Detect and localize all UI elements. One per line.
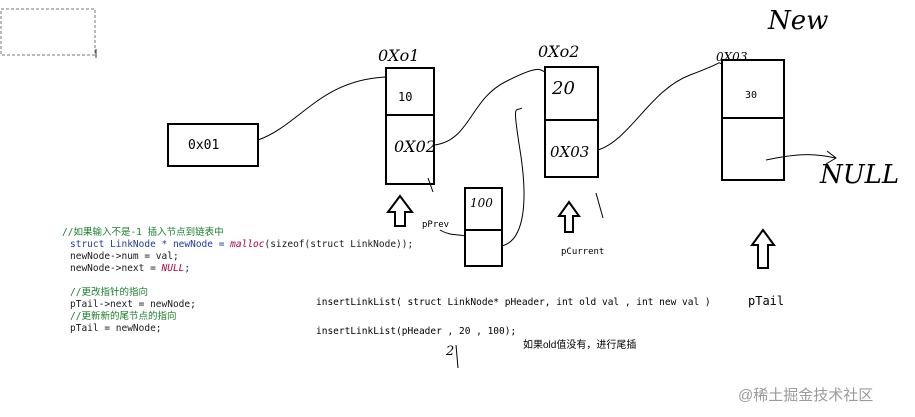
code-line-next: newNode->next = NULL;	[70, 263, 191, 274]
new-node-value: 100	[470, 196, 493, 210]
link-node2-to-node3	[597, 62, 723, 151]
node3-address: 0X03	[716, 50, 748, 64]
link-pprev-to-new-node	[439, 229, 466, 237]
code-comment-tail: //更新新的尾节点的指向	[70, 311, 177, 322]
code-comment-insert: //如果输入不是-1 插入节点到链表中	[62, 227, 224, 238]
arrow-up-pcurrent	[557, 200, 581, 233]
node2-next: 0X03	[550, 143, 590, 161]
link-node3-to-null	[765, 154, 836, 161]
link-new-node-to-node2	[501, 107, 525, 247]
pprev-label: pPrev	[422, 220, 450, 230]
link-node1-to-node2	[434, 69, 546, 146]
ptail-label: pTail	[748, 294, 785, 308]
tail-insert-note: 如果old值没有，进行尾插	[523, 340, 637, 351]
code-comment-pointer: //更改指针的指向	[70, 287, 148, 298]
function-signature: insertLinkList( struct LinkNode* pHeader…	[316, 297, 711, 308]
arrowhead-null	[825, 150, 837, 165]
node2-value: 20	[552, 78, 575, 99]
node-1	[385, 67, 435, 185]
node2-tail-stroke	[595, 192, 604, 219]
link-head-to-node1	[257, 76, 387, 141]
arrow-up-ptail	[750, 228, 776, 269]
node1-tail-stroke	[427, 177, 434, 193]
code-line-num: newNode->num = val;	[70, 251, 179, 262]
code-line-tail-next: pTail->next = newNode;	[70, 299, 196, 310]
pcurrent-label: pCurrent	[561, 247, 605, 257]
code-line-tail: pTail = newNode;	[70, 323, 162, 334]
code-line-malloc: struct LinkNode * newNode = malloc(sizeo…	[70, 239, 414, 250]
new-node	[464, 187, 503, 267]
watermark: @稀土掘金技术社区	[738, 387, 874, 404]
node1-address: 0Xo1	[378, 46, 420, 65]
null-label: NULL	[820, 160, 900, 190]
arrow-up-pprev	[386, 194, 414, 227]
code-block: //如果输入不是-1 插入节点到链表中 struct LinkNode * ne…	[62, 227, 413, 335]
node1-value: 10	[398, 90, 413, 104]
dashed-selection-box	[0, 8, 96, 56]
node2-address: 0Xo2	[538, 42, 580, 61]
head-pointer-value: 0x01	[188, 138, 220, 153]
node3-title: New	[768, 6, 829, 36]
node3-value: 30	[745, 90, 758, 101]
node1-next: 0X02	[394, 137, 436, 156]
node-2	[544, 66, 599, 178]
head-pointer-box	[167, 123, 259, 167]
function-call: insertLinkList(pHeader , 20 , 100);	[316, 326, 517, 337]
hand-mark	[455, 344, 459, 369]
node-3	[721, 59, 785, 181]
hand-note: 2	[446, 344, 455, 359]
